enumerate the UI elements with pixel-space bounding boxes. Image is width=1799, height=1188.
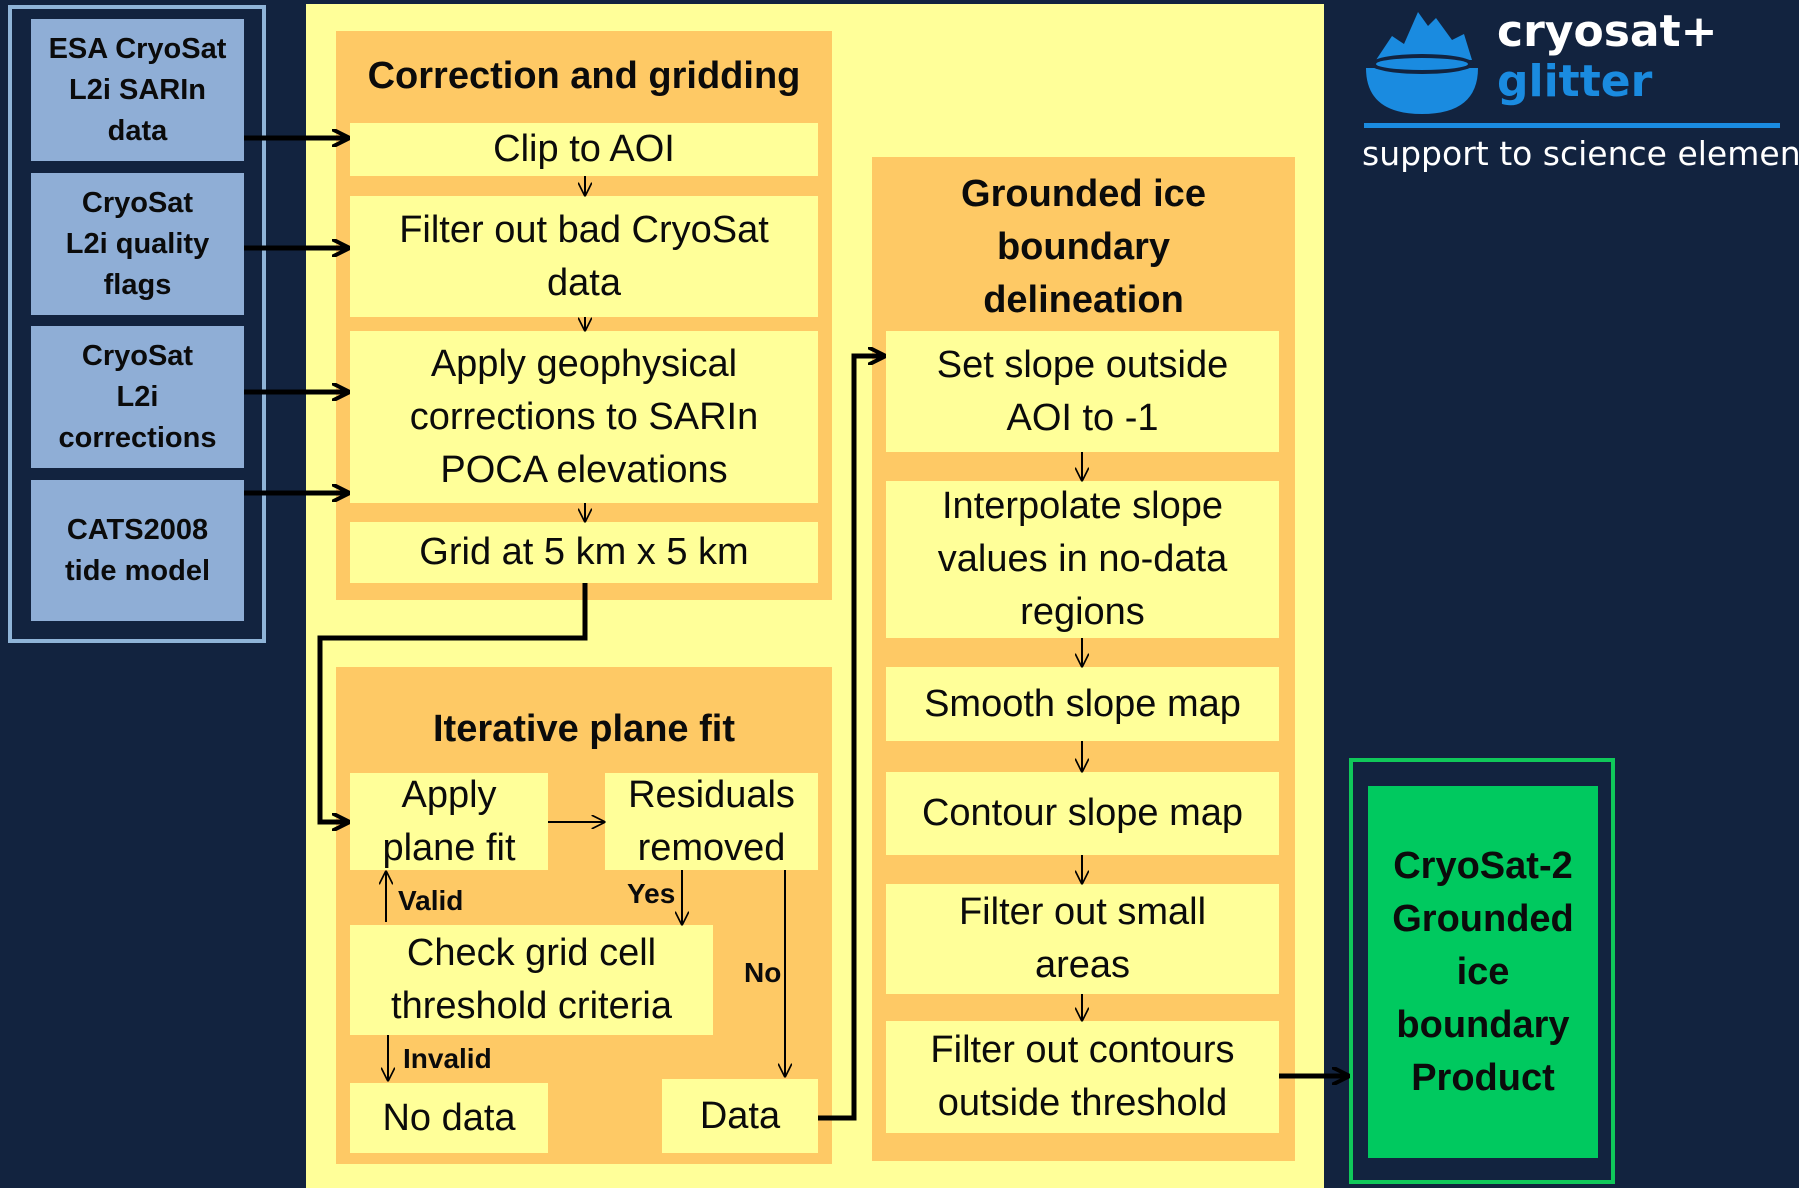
step-residuals-removed: Residuals removed — [605, 773, 818, 870]
label-invalid: Invalid — [403, 1043, 492, 1074]
logo-text-cryosat: cryosat+ — [1497, 6, 1718, 57]
logo-divider — [1364, 123, 1780, 128]
input-corrections: CryoSat L2i corrections — [31, 326, 244, 468]
product-frame — [1349, 758, 1615, 1184]
step-smooth-slope: Smooth slope map — [886, 667, 1279, 741]
input-tide-model: CATS2008 tide model — [31, 480, 244, 621]
step-set-slope: Set slope outside AOI to -1 — [886, 331, 1279, 452]
inputs-frame — [8, 5, 266, 643]
step-check-threshold: Check grid cell threshold criteria — [350, 925, 713, 1035]
step-filter-small-areas: Filter out small areas — [886, 884, 1279, 994]
step-apply-corrections: Apply geophysical corrections to SARIn P… — [350, 331, 818, 503]
step-contour-slope: Contour slope map — [886, 772, 1279, 855]
plane-fit-title: Iterative plane fit — [433, 708, 735, 750]
input-esa-cryosat-sarin: ESA CryoSat L2i SARIn data — [31, 19, 244, 161]
step-apply-plane-fit: Apply plane fit — [350, 773, 548, 870]
step-interpolate-slope: Interpolate slope values in no-data regi… — [886, 481, 1279, 638]
step-filter-contours: Filter out contours outside threshold — [886, 1021, 1279, 1133]
logo-tagline: support to science element — [1362, 134, 1799, 173]
step-filter-bad-data: Filter out bad CryoSat data — [350, 196, 818, 317]
label-yes: Yes — [627, 878, 676, 909]
step-grid-5km: Grid at 5 km x 5 km — [350, 522, 818, 583]
correction-gridding-title: Correction and gridding — [367, 55, 801, 97]
product-box: CryoSat-2 Grounded ice boundary Product — [1368, 786, 1598, 1158]
grounded-ice-title: Grounded ice boundary delineation — [961, 173, 1206, 321]
result-data: Data — [662, 1079, 818, 1153]
cryosat-logo-icon — [1362, 6, 1482, 116]
label-no: No — [744, 957, 782, 988]
label-valid: Valid — [398, 885, 464, 916]
input-quality-flags: CryoSat L2i quality flags — [31, 173, 244, 315]
logo-text-glitter: glitter — [1497, 56, 1653, 107]
step-clip-to-aoi: Clip to AOI — [350, 123, 818, 176]
result-no-data: No data — [350, 1083, 548, 1153]
